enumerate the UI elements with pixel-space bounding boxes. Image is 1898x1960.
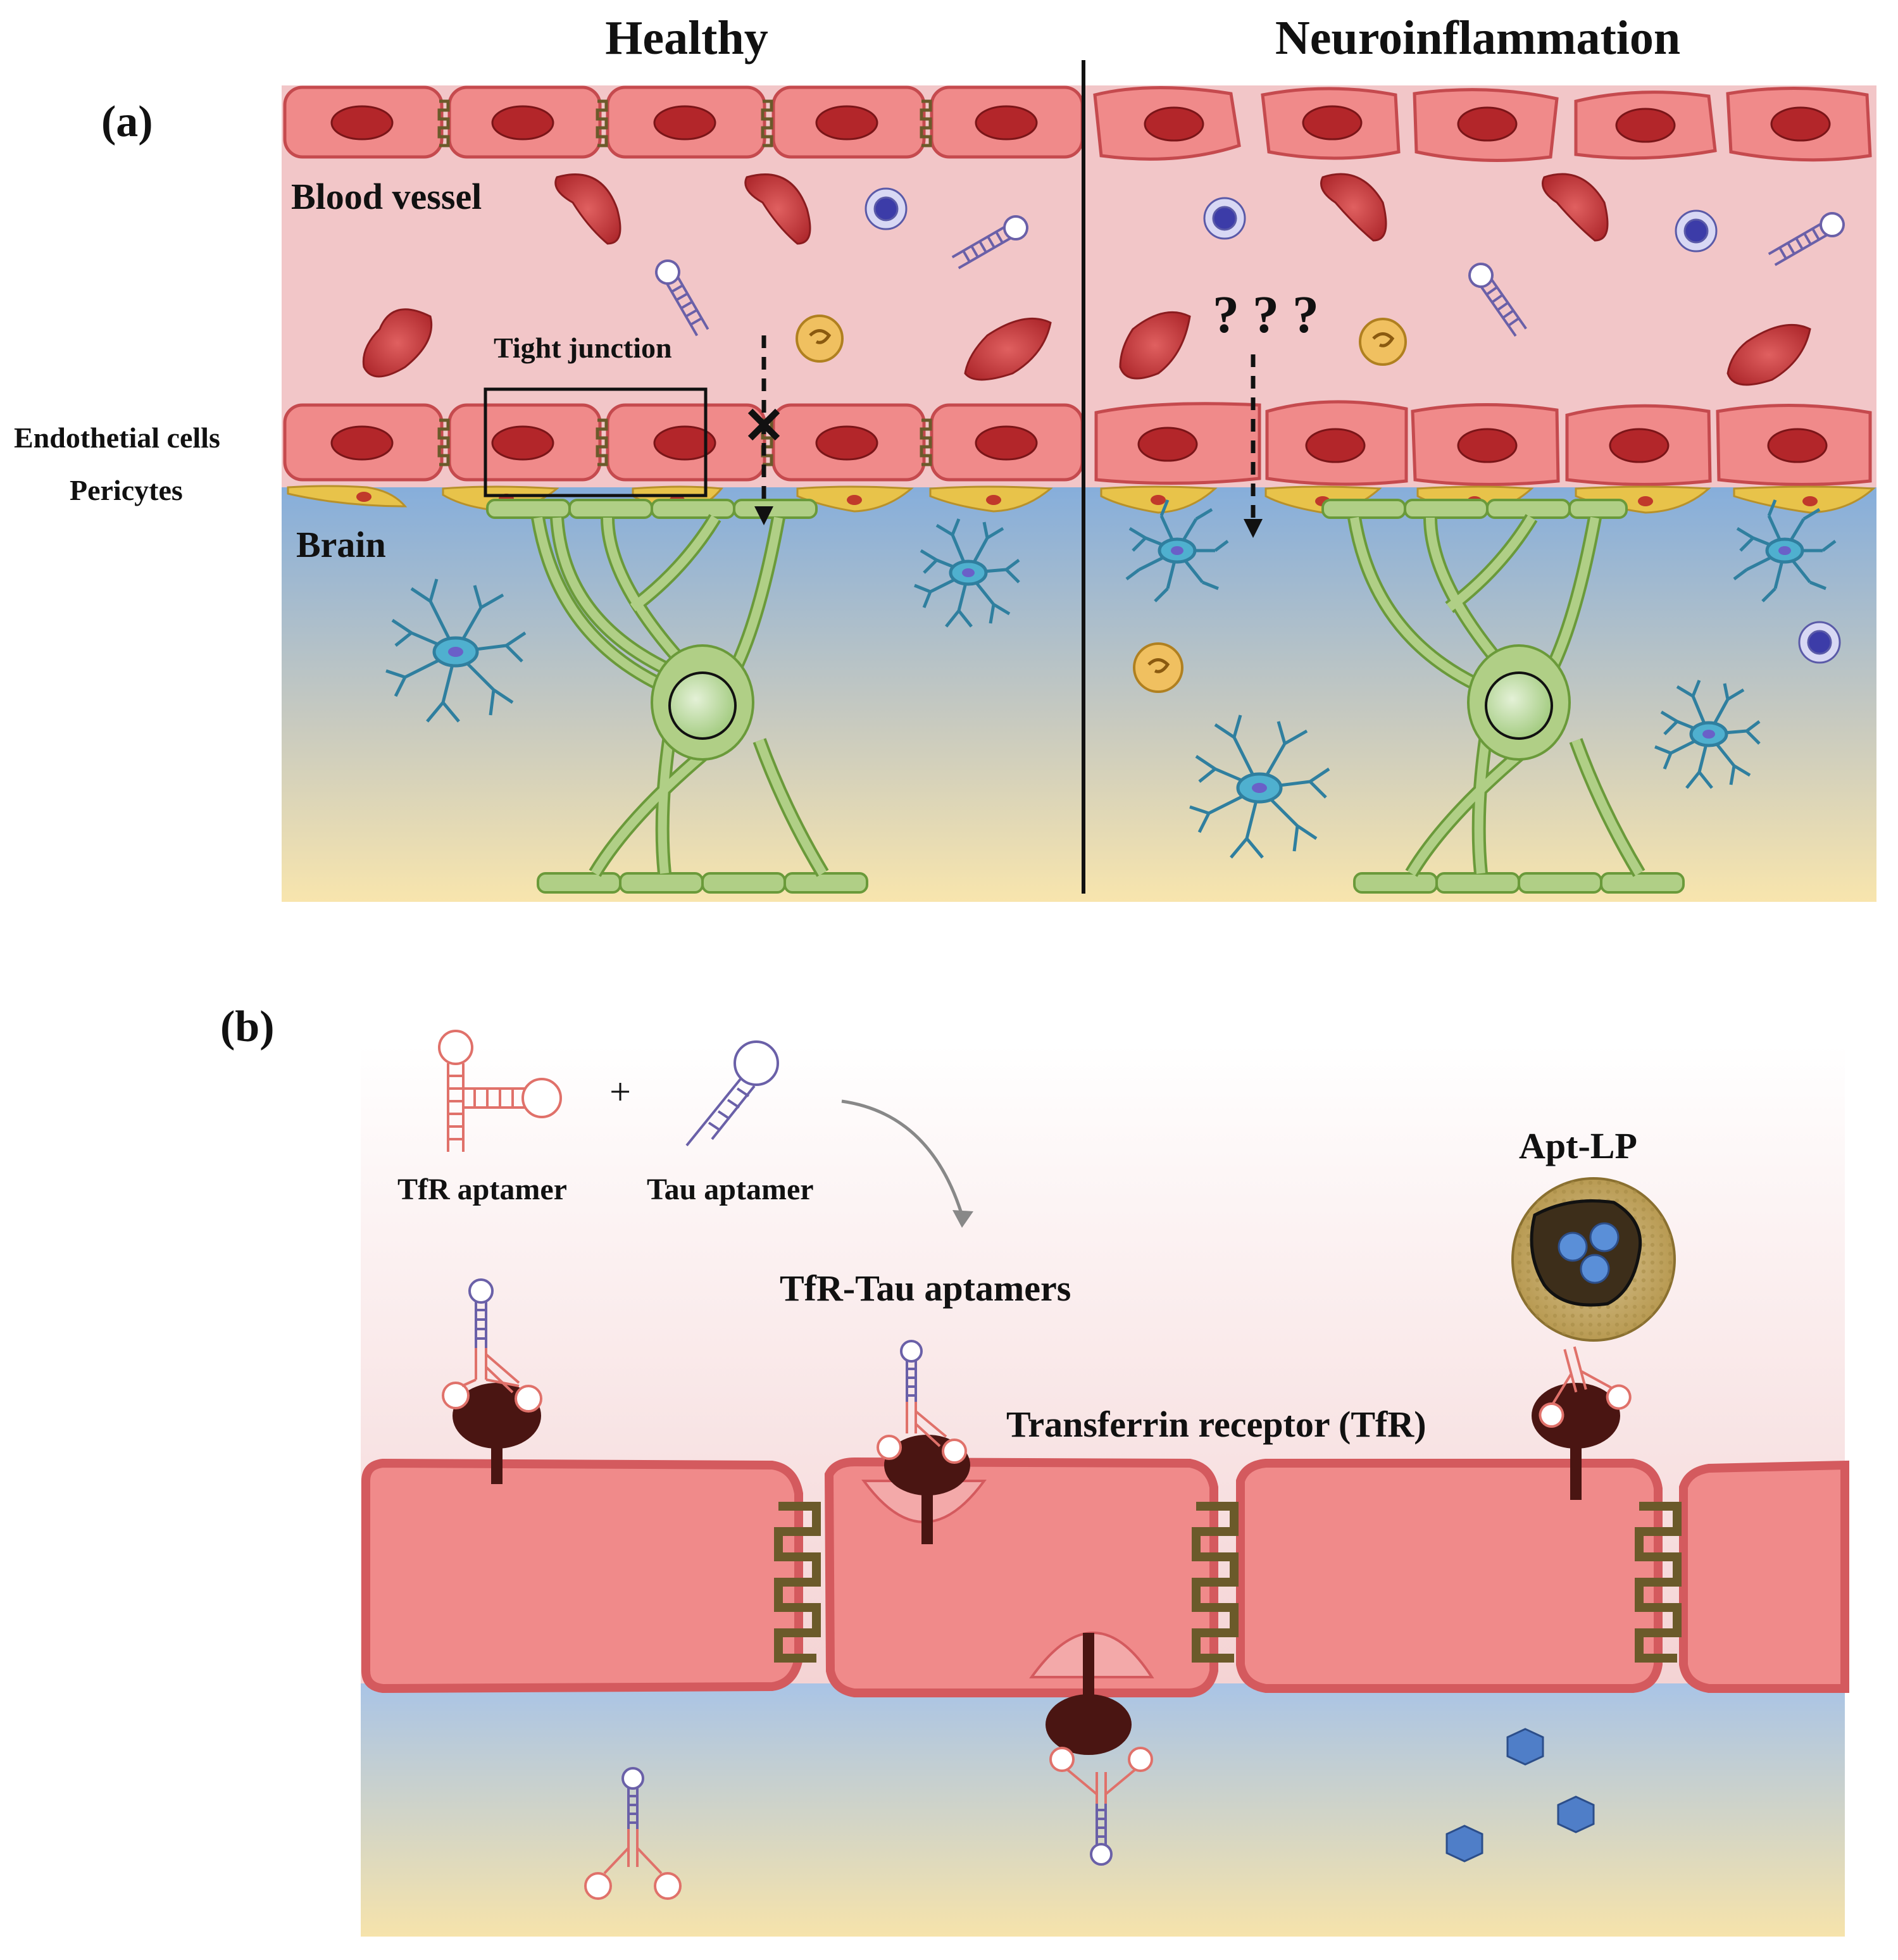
astrocyte-right (1321, 499, 1685, 894)
apt-lp-liposome (1511, 1177, 1676, 1342)
tight-junction-box (484, 387, 708, 497)
bottom-nuclei (330, 425, 1828, 463)
question-marks: ? ? ? (1213, 285, 1319, 344)
bound-aptamers (442, 1278, 1632, 1900)
tau-proteins (1445, 1728, 1595, 1863)
blocked-arrow-head (754, 506, 773, 525)
lymphocytes (865, 187, 1841, 664)
astrocyte-right-nucleus (1485, 671, 1553, 740)
pericytes-label: Pericytes (70, 474, 183, 506)
astrocyte-left-nucleus (668, 671, 737, 740)
panel-b-tight-junctions (774, 1502, 1682, 1663)
panel-b-label: (b) (220, 1002, 275, 1051)
panel-a-label: (a) (101, 97, 153, 146)
tfr-aptamer-label: TfR aptamer (397, 1173, 567, 1206)
receptor-label: Transferrin receptor (TfR) (1006, 1404, 1427, 1445)
panel-a: ✕ (a) Healthy Neuroinflammation Blood ve… (14, 11, 1876, 902)
astrocyte-left (486, 499, 868, 894)
leukocytes (796, 315, 1407, 693)
blocked-mark: ✕ (742, 399, 785, 454)
red-blood-cells (362, 173, 1811, 386)
passing-arrow-head (1244, 519, 1263, 538)
bottom-tight-junctions (437, 418, 932, 466)
brain-bg (282, 487, 1876, 902)
flow-arrow-head (952, 1210, 973, 1228)
panel-b: + (220, 1002, 1849, 1937)
flow-arrow (841, 1099, 964, 1216)
lumen-aptamers (655, 212, 1845, 337)
plus-sign: + (609, 1071, 631, 1113)
combined-label: TfR-Tau aptamers (780, 1268, 1071, 1309)
apt-lp-label: Apt-LP (1519, 1125, 1637, 1166)
legend-tfr-aptamer (438, 1030, 562, 1152)
legend-tau-aptamer (685, 1040, 779, 1147)
endothelial-label: Endothetial cells (14, 421, 220, 454)
title-neuroinflammation: Neuroinflammation (1275, 11, 1680, 65)
tfr-receptors (453, 1383, 1620, 1755)
tight-junction-label: Tight junction (494, 332, 672, 364)
microglia (385, 499, 1837, 859)
blood-vessel-label: Blood vessel (291, 176, 482, 217)
brain-label: Brain (296, 524, 386, 565)
tau-aptamer-label: Tau aptamer (647, 1173, 814, 1206)
top-nuclei (330, 105, 1831, 143)
top-tight-junctions (437, 99, 932, 147)
title-healthy: Healthy (605, 11, 768, 65)
